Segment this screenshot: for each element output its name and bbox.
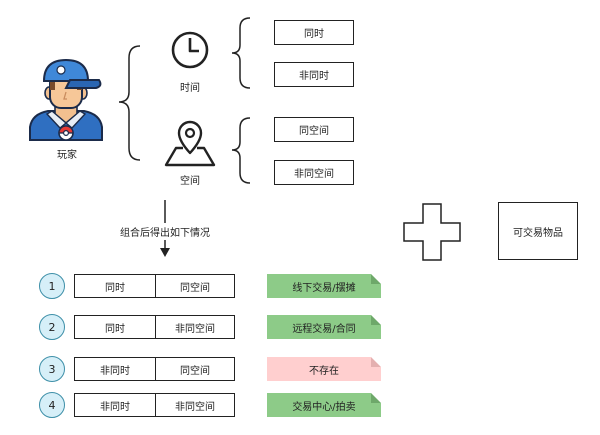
row-time-cell: 同时 bbox=[74, 315, 156, 339]
row-space-cell: 同空间 bbox=[155, 357, 235, 381]
space-option-same: 同空间 bbox=[274, 117, 354, 142]
row-number-badge: 1 bbox=[39, 273, 65, 299]
row-time-cell: 同时 bbox=[74, 274, 156, 298]
row-result-note: 线下交易/摆摊 bbox=[267, 274, 381, 298]
row-time-cell: 非同时 bbox=[74, 357, 156, 381]
time-option-different: 非同时 bbox=[274, 62, 354, 87]
main-brace bbox=[118, 45, 141, 161]
row-result-note: 交易中心/拍卖 bbox=[267, 393, 381, 417]
space-brace bbox=[231, 117, 251, 184]
time-brace bbox=[231, 17, 251, 89]
player-label: 玩家 bbox=[57, 150, 77, 161]
location-pin-icon bbox=[164, 120, 216, 167]
time-label: 时间 bbox=[180, 83, 200, 94]
row-number-badge: 4 bbox=[39, 392, 65, 418]
space-option-different: 非同空间 bbox=[274, 160, 354, 185]
note-fold bbox=[371, 357, 381, 367]
row-result-label: 远程交易/合同 bbox=[292, 323, 356, 335]
row-space-cell: 非同空间 bbox=[155, 315, 235, 339]
row-space-cell: 同空间 bbox=[155, 274, 235, 298]
row-number-badge: 3 bbox=[39, 356, 65, 382]
row-time-cell: 非同时 bbox=[74, 393, 156, 417]
row-result-note: 远程交易/合同 bbox=[267, 315, 381, 339]
row-number-badge: 2 bbox=[39, 314, 65, 340]
combine-label: 组合后得出如下情况 bbox=[116, 223, 214, 240]
time-option-same: 同时 bbox=[274, 20, 354, 45]
row-result-label: 不存在 bbox=[309, 365, 339, 377]
note-fold bbox=[371, 315, 381, 325]
player-avatar-icon bbox=[29, 58, 103, 141]
row-result-note: 不存在 bbox=[267, 357, 381, 381]
plus-icon bbox=[403, 203, 461, 261]
row-result-label: 交易中心/拍卖 bbox=[292, 401, 356, 413]
row-result-label: 线下交易/摆摊 bbox=[292, 282, 356, 294]
note-fold bbox=[371, 274, 381, 284]
space-label: 空间 bbox=[180, 176, 200, 187]
row-space-cell: 非同空间 bbox=[155, 393, 235, 417]
clock-icon bbox=[171, 31, 209, 69]
tradable-item-box: 可交易物品 bbox=[498, 202, 578, 260]
note-fold bbox=[371, 393, 381, 403]
